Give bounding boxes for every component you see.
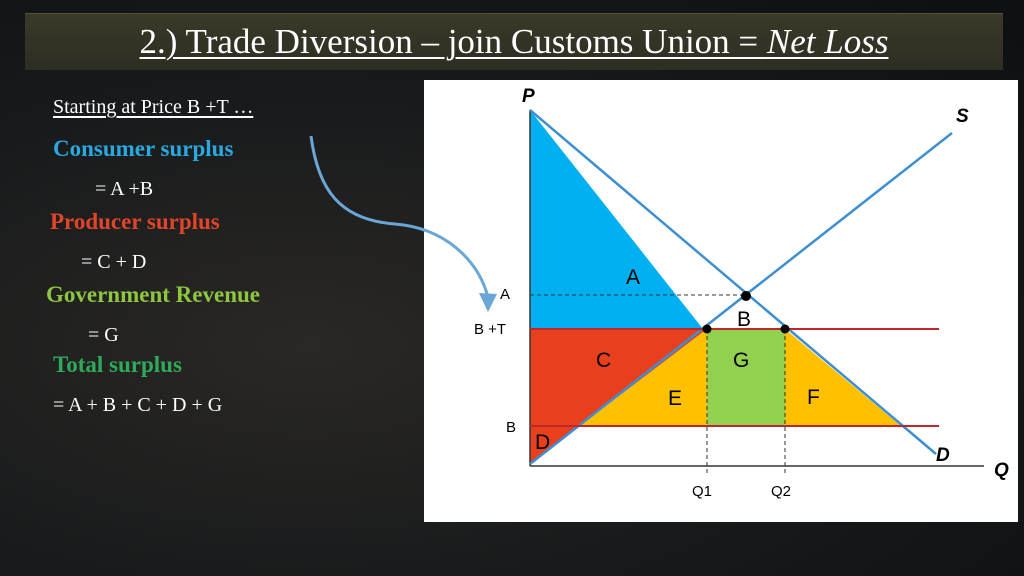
government-revenue-value: = G [88,324,119,346]
supply-demand-diagram: P Q S D A B +T B Q1 Q2 A B C G E F D [424,80,1018,522]
region-c-label: C [596,349,611,372]
title-emphasis: Net Loss [766,22,889,61]
q1-label: Q1 [692,483,712,500]
q2-point [780,324,790,334]
consumer-surplus-label: Consumer surplus [53,136,234,161]
title-text: 2.) Trade Diversion – join Customs Union… [139,22,767,61]
region-f-deadweight [785,329,901,426]
supply-curve [529,132,953,465]
starting-price-text: Starting at Price B +T … [53,96,254,118]
region-g-revenue [707,329,785,426]
region-a-consumer-surplus [530,110,703,329]
q1-point [702,324,712,334]
region-d-label: D [535,431,550,454]
title-bar: 2.) Trade Diversion – join Customs Union… [25,13,1003,70]
demand-label: D [936,445,950,466]
producer-surplus-label: Producer surplus [50,209,220,234]
total-surplus-label: Total surplus [53,352,182,377]
q2-label: Q2 [771,483,791,500]
axis-p-label: P [522,86,535,107]
equilibrium-point [741,291,751,301]
slide-title: 2.) Trade Diversion – join Customs Union… [25,22,1003,62]
region-f-label: F [807,386,820,409]
axis-q-label: Q [994,460,1009,481]
region-g-label: G [733,349,749,372]
region-b-label: B [737,308,751,331]
region-e-deadweight [580,329,707,426]
supply-label: S [956,106,969,127]
region-a-label: A [626,266,640,289]
demand-curve [529,109,937,455]
price-b-label: B [506,419,516,436]
price-a-label: A [500,286,510,303]
producer-surplus-value: = C + D [81,251,147,273]
diagram-svg: P Q S D A B +T B Q1 Q2 A B C G E F D [474,86,1009,500]
total-surplus-value: = A + B + C + D + G [53,394,223,416]
region-e-label: E [668,387,682,410]
government-revenue-label: Government Revenue [46,282,260,307]
consumer-surplus-value: = A +B [95,178,154,200]
price-b-plus-t-label: B +T [474,321,506,338]
